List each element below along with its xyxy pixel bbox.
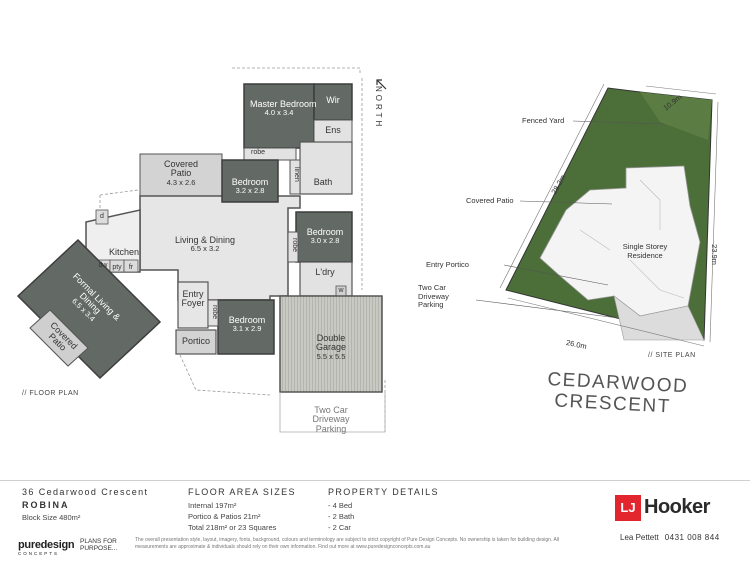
suburb: ROBINA — [22, 500, 70, 510]
wir-shape — [313, 83, 353, 121]
entry-foyer-label: Entry Foyer — [181, 289, 205, 309]
site-covered-patio-label: Covered Patio — [466, 196, 514, 205]
property-details-title: PROPERTY DETAILS — [328, 487, 439, 497]
detail-car: - 2 Car — [328, 523, 351, 532]
north-arrow-icon — [376, 79, 387, 90]
agent-contact: Lea Pettett 0431 008 844 — [620, 533, 720, 542]
ensuite-label: Ens — [325, 125, 341, 135]
entry-portico-label: Entry Portico — [426, 260, 469, 269]
robe-2-label: robe — [291, 238, 298, 253]
fenced-yard-label: Fenced Yard — [522, 116, 565, 125]
kitchen-label: Kitchen — [108, 247, 140, 257]
site-driveway-label: Two Car Driveway Parking — [418, 283, 449, 310]
detail-bath: - 2 Bath — [328, 512, 355, 521]
d-label: d — [100, 213, 104, 220]
dw-label: dw — [98, 262, 108, 269]
agent-phone: 0431 008 844 — [664, 533, 720, 542]
floor-driveway-label: Two Car Driveway Parking — [312, 405, 350, 434]
residence-label: Single Storey Residence — [622, 242, 668, 260]
north-label: NORTH — [374, 86, 383, 130]
lj-hooker-logo: LJ Hooker — [615, 495, 720, 521]
floor-and-site-plan-drawing — [16, 67, 719, 433]
robe-label: robe — [250, 149, 265, 156]
disclaimer: The overall presentation style, layout, … — [135, 537, 560, 550]
floor-plan-caption: // FLOOR PLAN — [22, 390, 79, 397]
fr-label: fr — [128, 264, 134, 271]
portico-label: Portico — [181, 336, 210, 346]
bath-label: Bath — [313, 177, 333, 187]
floor-area-total: Total 218m² or 23 Squares — [188, 523, 277, 532]
site-plan-caption: // SITE PLAN — [648, 352, 696, 359]
pty-label: pty — [112, 264, 122, 271]
agent-name: Lea Pettett — [620, 533, 659, 542]
robe-3-label: robe — [211, 305, 218, 320]
address: 36 Cedarwood Crescent — [22, 487, 149, 497]
wir-label: Wir — [326, 95, 340, 105]
living-dining-shape — [139, 195, 301, 301]
covered-patio-left-shape — [29, 309, 89, 367]
portico-shape — [175, 329, 217, 355]
lj-mark: LJ — [615, 495, 641, 521]
site-plan-drawing — [475, 83, 719, 347]
dim-23-9-label: 23.9m — [709, 244, 719, 265]
garage-shape — [279, 295, 383, 393]
bedroom-4-shape — [217, 299, 275, 355]
bath-shape — [299, 141, 353, 195]
covered-patio-top-shape — [139, 153, 223, 197]
entry-foyer-shape — [177, 281, 209, 329]
linen-label: linen — [293, 167, 300, 182]
detail-bed: - 4 Bed — [328, 501, 353, 510]
laundry-label: L'dry — [315, 267, 335, 277]
hooker-wordmark: Hooker — [644, 496, 710, 518]
floor-area-internal: Internal 197m² — [188, 501, 237, 510]
bedroom-2-shape — [221, 159, 279, 203]
floor-area-patios: Portico & Patios 21m² — [188, 512, 261, 521]
info-footer: 36 Cedarwood Crescent ROBINA Block Size … — [0, 480, 750, 564]
block-size: Block Size 480m² — [22, 513, 81, 522]
floor-area-title: FLOOR AREA SIZES — [188, 487, 296, 497]
w-label: w — [338, 287, 344, 294]
